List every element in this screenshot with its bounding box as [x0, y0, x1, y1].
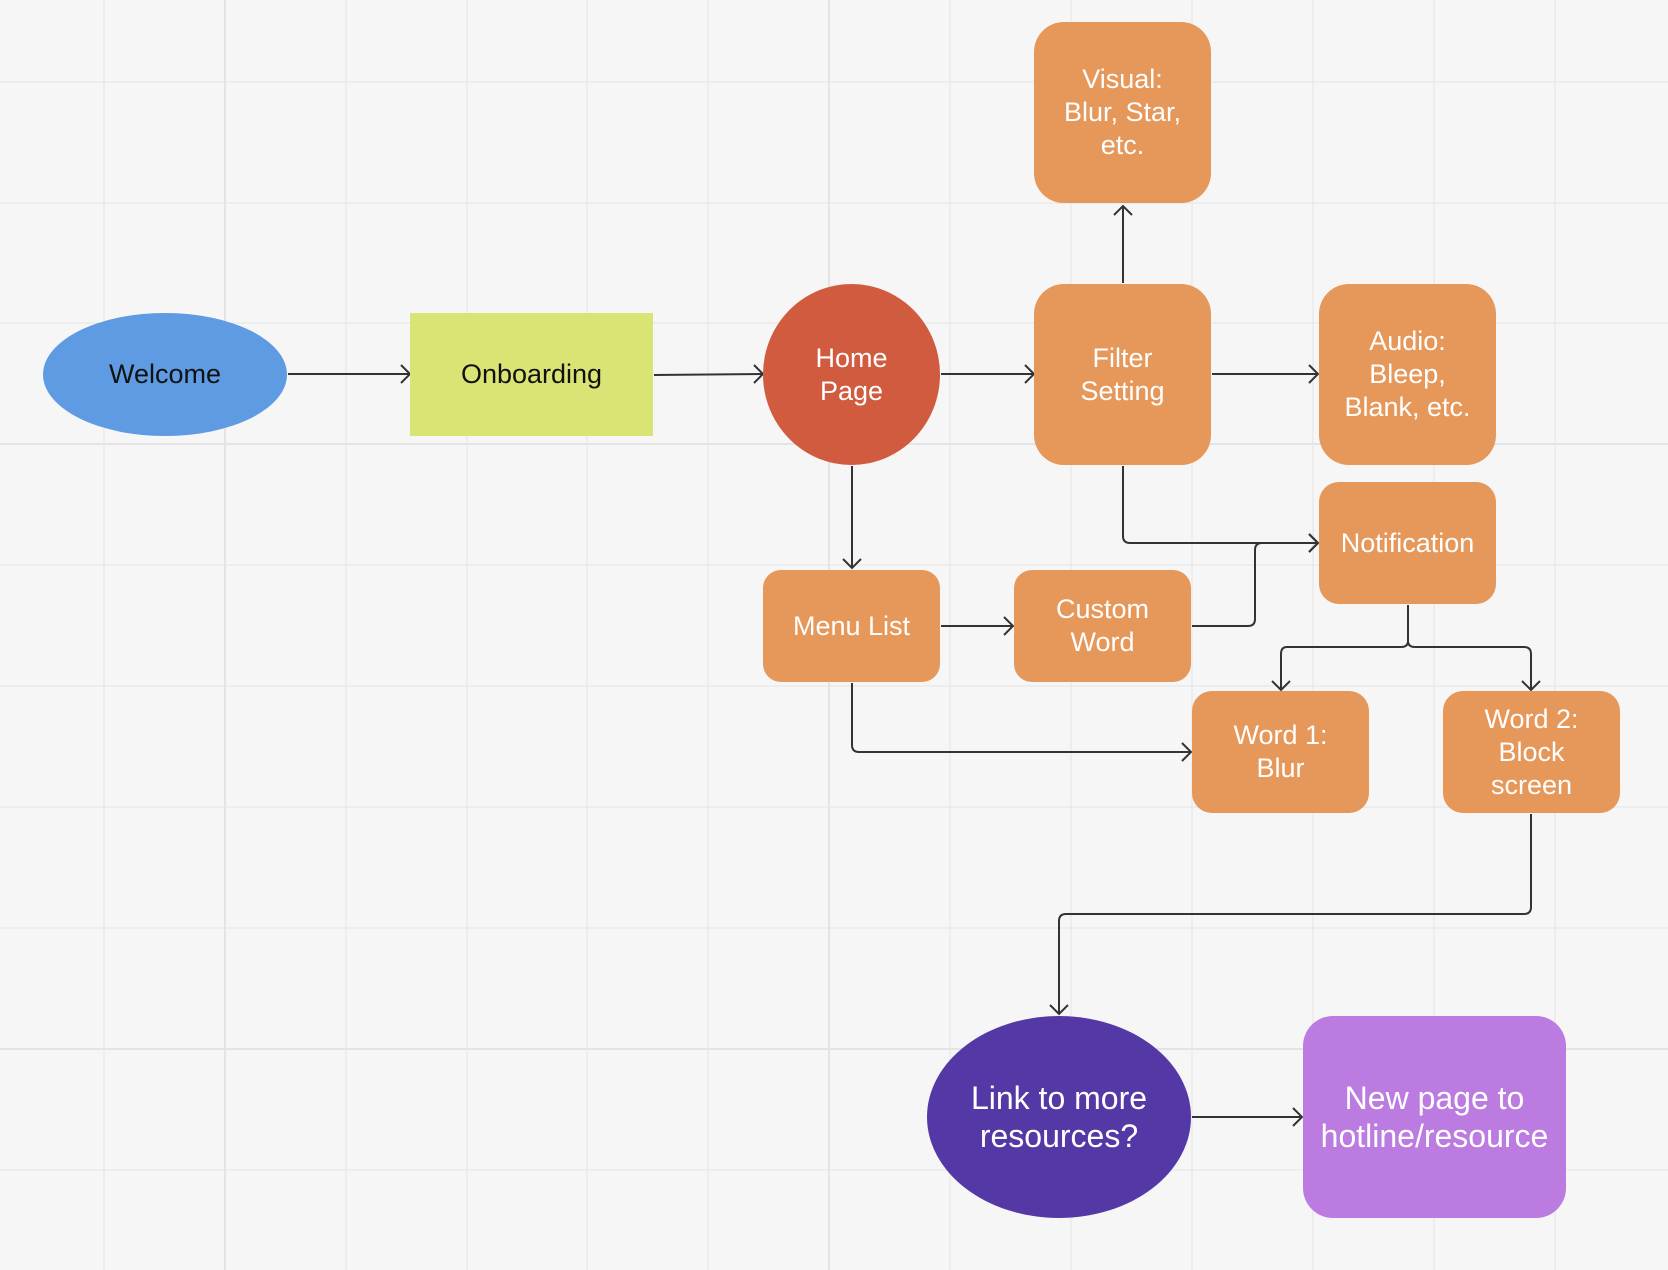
- arrowhead-icon: [1308, 533, 1320, 553]
- edge-notification-to-word2[interactable]: [1407, 605, 1541, 692]
- node-audio[interactable]: Audio: Bleep, Blank, etc.: [1319, 284, 1496, 465]
- edge-link-to-newpage[interactable]: [1192, 1107, 1304, 1127]
- node-filter-setting[interactable]: Filter Setting: [1034, 284, 1211, 465]
- edge-home-to-filter[interactable]: [941, 364, 1036, 384]
- node-menu-list[interactable]: Menu List: [763, 570, 940, 682]
- arrowhead-icon: [1308, 364, 1320, 384]
- node-home-page[interactable]: Home Page: [763, 284, 940, 465]
- edge-welcome-to-onboarding[interactable]: [288, 364, 412, 384]
- arrowhead-icon: [1271, 680, 1291, 692]
- node-notification[interactable]: Notification: [1319, 482, 1496, 604]
- edge-menu-to-word1[interactable]: [851, 683, 1193, 762]
- edge-filter-to-visual[interactable]: [1113, 204, 1133, 283]
- edge-home-to-menu[interactable]: [842, 466, 862, 570]
- edge-notification-to-word1[interactable]: [1271, 605, 1409, 692]
- arrowhead-icon: [1181, 742, 1193, 762]
- edge-filter-to-audio[interactable]: [1212, 364, 1320, 384]
- arrowhead-icon: [1521, 680, 1541, 692]
- node-word1-blur[interactable]: Word 1: Blur: [1192, 691, 1369, 813]
- edge-onboarding-to-home[interactable]: [653, 364, 765, 384]
- edge-custom-to-notification[interactable]: [1192, 533, 1320, 627]
- arrowhead-icon: [1049, 1004, 1069, 1016]
- arrowhead-icon: [842, 558, 862, 570]
- node-link-resources[interactable]: Link to more resources?: [927, 1016, 1191, 1218]
- edge-word2-to-link[interactable]: [1049, 814, 1532, 1016]
- arrowhead-icon: [1292, 1107, 1304, 1127]
- node-welcome[interactable]: Welcome: [43, 313, 287, 436]
- node-new-page-hotline[interactable]: New page to hotline/resource: [1303, 1016, 1566, 1218]
- edge-filter-to-notification[interactable]: [1122, 466, 1320, 553]
- edge-menu-to-custom[interactable]: [941, 616, 1015, 636]
- node-custom-word[interactable]: Custom Word: [1014, 570, 1191, 682]
- node-word2-block-screen[interactable]: Word 2: Block screen: [1443, 691, 1620, 813]
- node-onboarding[interactable]: Onboarding: [410, 313, 653, 436]
- arrowhead-icon: [1113, 204, 1133, 216]
- arrowhead-icon: [1003, 616, 1015, 636]
- node-visual[interactable]: Visual: Blur, Star, etc.: [1034, 22, 1211, 203]
